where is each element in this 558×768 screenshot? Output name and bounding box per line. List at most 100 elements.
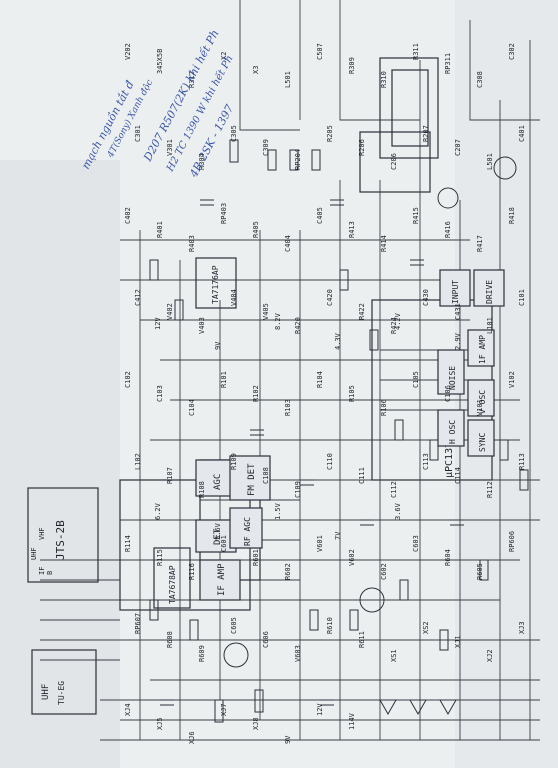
component-ref-label: R602 [284,563,292,580]
component-ref-label: 12V [316,703,324,716]
component-ref-label: X3 [252,66,260,74]
component-ref-label: R309 [348,57,356,74]
component-ref-label: R611 [358,631,366,648]
ic-block-sync: SYNC [467,419,495,457]
component-ref-label: L102 [134,453,142,470]
component-ref-label: C402 [124,207,132,224]
voltage-label: 6.2V [154,502,162,520]
component-ref-label: C606 [262,631,270,648]
component-ref-label: C309 [262,139,270,156]
ic-block-rfagc: RF AGC [229,507,263,549]
component-ref-label: V404 [230,289,238,306]
component-ref-label: XS1 [390,649,398,662]
component-ref-label: R601 [252,549,260,566]
tuner-band-b: B [46,571,54,575]
component-ref-label: R114 [124,535,132,552]
voltage-label: 12V [154,317,162,330]
component-ref-label: L501 [486,153,494,170]
ic-block-drive-label: DRIVE [485,280,494,304]
component-ref-label: R312 [188,71,196,88]
component-ref-label: R401 [156,221,164,238]
ic-block-input: INPUT [439,269,471,307]
component-ref-label: RP403 [220,203,228,224]
component-ref-label: R405 [252,221,260,238]
ic-block-drive: DRIVE [473,269,505,307]
component-ref-label: R116 [188,563,196,580]
component-ref-label: R115 [156,549,164,566]
component-ref-label: C301 [134,125,142,142]
component-ref-label: 9V [284,735,292,744]
voltage-label: 7V [334,531,342,540]
ic-ta7176ap-label: TA7176AP [211,265,220,304]
component-ref-label: R104 [316,371,324,388]
voltage-label: 8.2V [274,312,282,330]
component-ref-label: C430 [422,289,430,306]
component-ref-label: C420 [326,289,334,306]
component-ref-label: R206 [358,139,366,156]
component-ref-label: RP607 [134,613,142,634]
component-symbols [149,139,529,723]
ic-block-det-label: DET [213,528,223,545]
ic-block-sync-label: SYNC [478,433,487,452]
component-ref-label: V403 [198,317,206,334]
voltage-label: 5.6V [214,522,222,540]
component-ref-label: XJ4 [124,703,132,716]
component-ref-label: R608 [166,631,174,648]
component-ref-label: R605 [476,563,484,580]
voltage-label: 4.3V [334,332,342,350]
ic-block-vosc-label: V OSC [478,390,487,414]
component-ref-label: C602 [380,563,388,580]
tuner-block: JTS-2B VHF UHF IF B [27,487,99,583]
component-ref-label: R420 [294,317,302,334]
component-ref-label: XJ8 [252,717,260,730]
component-ref-label: R108 [198,481,206,498]
component-ref-label: R310 [380,71,388,88]
ic-block-hosc-label: H OSC [448,420,457,444]
component-ref-label: R414 [380,235,388,252]
component-ref-label: V101 [476,399,484,416]
component-ref-label: XS2 [422,621,430,634]
ic-block-hosc: H OSC [437,409,465,447]
tuner-band-if: IF [38,567,46,575]
component-ref-label: V601 [316,535,324,552]
component-ref-label: V301 [166,139,174,156]
voltage-label: 2.9V [454,332,462,350]
component-ref-label: RP606 [508,531,516,552]
component-ref-label: V602 [348,549,356,566]
component-ref-label: R109 [230,453,238,470]
component-ref-label: C114 [454,467,462,484]
component-ref-label: R304 [198,153,206,170]
component-ref-label: R105 [348,385,356,402]
component-ref-label: R403 [188,235,196,252]
component-ref-label: XJ5 [156,717,164,730]
component-ref-label: V402 [166,303,174,320]
component-ref-label: R103 [284,399,292,416]
ic-block-agc-label: AGC [213,474,223,490]
tuner-band-vhf: VHF [38,527,46,540]
voltage-label: 4.2V [394,312,402,330]
component-ref-label: C207 [454,139,462,156]
component-ref-label: C305 [230,125,238,142]
component-ref-label: R418 [508,207,516,224]
component-ref-label: V202 [124,43,132,60]
component-ref-label: R112 [486,481,494,498]
component-ref-label: C109 [294,481,302,498]
component-ref-label: C102 [124,371,132,388]
uhf-tuner-box: UHF TU-EG [31,649,97,715]
ic-ta7678ap: TA7678AP [153,547,191,609]
component-ref-label: C113 [422,453,430,470]
component-ref-label: C431 [454,303,462,320]
ic-upc1378: µPC1378 [444,436,455,478]
ic-block-fmdet: FM DET [229,455,271,501]
component-ref-label: R106 [380,399,388,416]
component-ref-label: C206 [390,153,398,170]
component-ref-label: C308 [476,71,484,88]
component-ref-label: C106 [444,385,452,402]
component-ref-label: R416 [444,221,452,238]
component-ref-label: C104 [188,399,196,416]
ic-block-ifamp-label: IF AMP [217,563,227,596]
component-ref-label: R102 [252,385,260,402]
ic-ta7176ap: TA7176AP [195,257,237,309]
